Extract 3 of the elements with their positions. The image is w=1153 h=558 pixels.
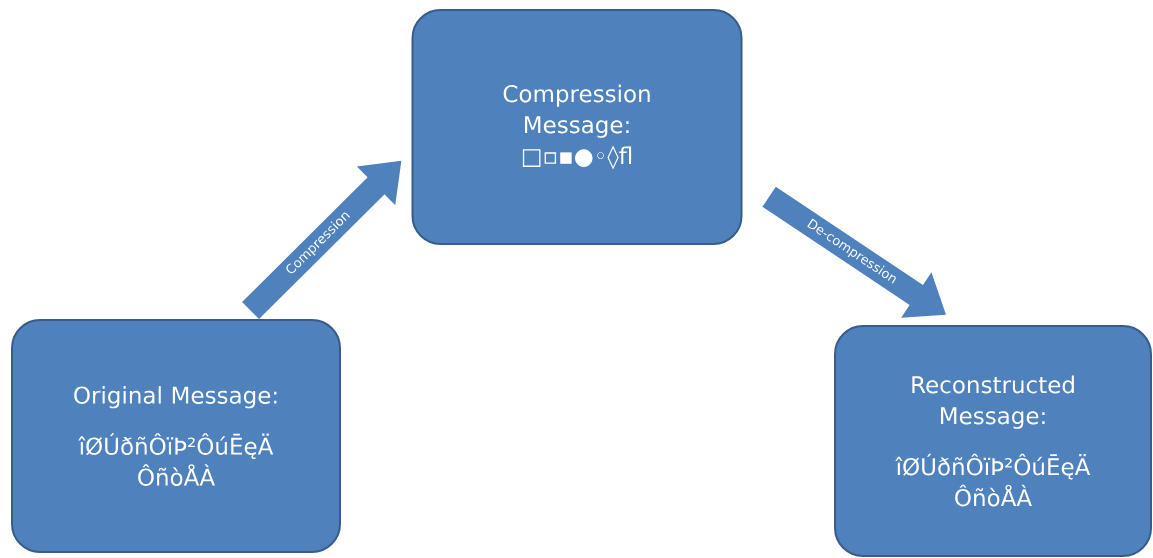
message-box: Compression Message: □▫▪●◦◊fl (411, 9, 743, 245)
message-box: Original Message: îØÚðñÔïÞ²ÔúĒęÄ ÔñòÅÀ (11, 319, 341, 553)
message-box: Reconstructed Message: îØÚðñÔïÞ²ÔúĒęÄ ÔñòÅÀ (834, 325, 1152, 557)
